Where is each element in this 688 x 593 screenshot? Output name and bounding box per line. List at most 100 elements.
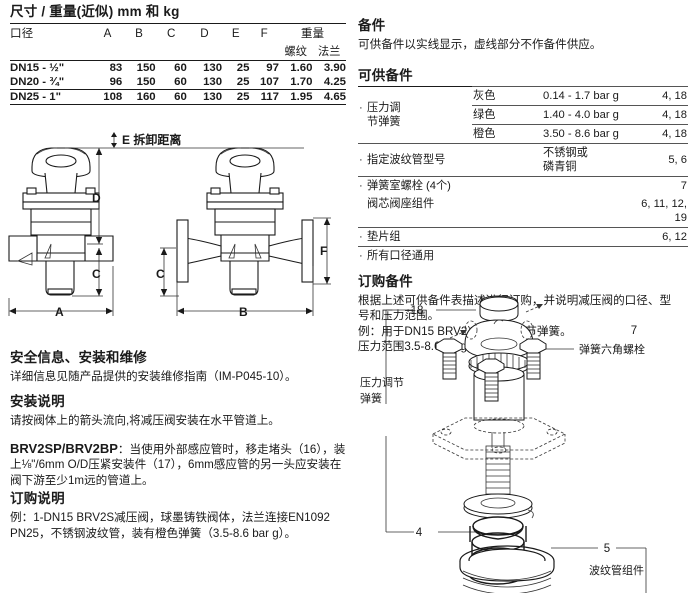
table-row: DN15 - ½" 83 150 60 130 25 97 1.60 3.90 [10,60,346,76]
spare-material: 不锈钢或磷青铜 [543,146,588,173]
callout-5: 5 [604,543,610,555]
spring-plate-graphic [463,493,534,519]
safety-title: 安全信息、安装和维修 [10,350,147,365]
threaded-valve-graphic [8,147,114,296]
spacer-cell [187,42,222,61]
callout-7: 7 [631,325,637,337]
cell-F: 107 [259,76,279,88]
table-row: · 垫片组 6, 12 [358,227,688,246]
cell-size: DN25 - 1" [10,91,61,103]
table-row: ·指定波纹管型号 不锈钢或磷青铜 5, 6 [358,143,688,176]
cell-weight-thread: 1.60 [290,62,313,74]
spare-label-universal: · 所有口径通用 [358,246,688,265]
spacer-cell [249,42,279,61]
cell-A: 108 [103,91,123,103]
install-note-model: BRV2SP/BRV2BP [10,440,118,456]
cell-B: 160 [136,91,156,103]
callout-4: 4 [416,527,423,539]
safety-body: 详细信息见随产品提供的安装维修指南（IM-P045-10）。 [10,370,297,383]
dimensions-table: 口径 A B C D E F 重量 螺纹 法兰 DN15 - ½" 83 150… [10,23,346,105]
spacer-cell [156,42,187,61]
spare-label-text: 垫片组 [367,230,401,243]
install-section: 安装说明 请按阀体上的箭头流向,将减压阀安装在水平管道上。 BRV2SP/BRV… [10,390,346,488]
header-weight-group: 重量 [300,27,325,40]
adjusting-cap-graphic [476,295,522,333]
spare-range: 1.40 - 4.0 bar g [542,104,636,124]
hex-bolt-graphic-left [435,338,463,380]
spare-refs: 4, 18 [636,85,688,105]
spare-label-text: 所有口径通用 [367,249,435,262]
spring-chamber-graphic [432,366,566,460]
dim-label-C-right: C [156,267,165,281]
cell-E: 25 [236,62,250,74]
bullet-icon: · [359,249,363,262]
spares-title: 备件 [358,18,386,33]
dim-A-line [8,266,114,316]
ordering-title: 订购说明 [10,491,65,506]
cell-E: 25 [236,91,250,103]
cell-weight-flange: 3.90 [323,62,346,74]
cell-weight-thread: 1.95 [290,91,313,103]
valve-dimension-drawing: E 拆卸距离 A [4,126,344,338]
dim-label-E: E 拆卸距离 [122,132,181,147]
spare-color: 橙色 [472,123,542,143]
table-row: DN25 - 1" 108 160 60 130 25 117 1.95 4.6… [10,89,346,105]
spare-label-text: 弹簧室螺栓 (4个) [367,179,451,192]
spare-label-seat: 阀芯阀座组件 [358,195,636,228]
spacer-cell [222,42,249,61]
install-note: BRV2SP/BRV2BP：当使用外部感应管时，移走堵头（16），装上⅛"/6m… [10,441,346,489]
label-pressure-spring-line2: 弹簧 [360,391,382,405]
dim-label-A: A [55,305,64,319]
header-C: C [167,26,176,40]
spacer-cell [10,42,93,61]
install-body: 请按阀体上的箭头流向,将减压阀安装在水平管道上。 [10,414,280,427]
cell-D: 130 [203,76,223,88]
cell-weight-thread: 1.70 [290,76,313,88]
cell-D: 130 [203,91,223,103]
cell-size: DN20 - ¾" [10,76,65,88]
hex-bolt-graphic-center [477,358,505,402]
dim-C-left-line [72,248,103,297]
dimensions-title: 尺寸 / 重量(近似) mm 和 kg [10,4,180,19]
bullet-icon: · [359,179,363,192]
spare-range: 0.14 - 1.7 bar g [542,85,636,105]
install-note-body: ：当使用外部感应管时，移走堵头（16），装上⅛"/6mm O/D压紧安装件（17… [10,442,346,487]
safety-section: 安全信息、安装和维修 详细信息见随产品提供的安装维修指南（IM-P045-10）… [10,346,346,385]
dim-label-B: B [239,305,248,319]
spare-color: 绿色 [472,104,542,124]
flanged-valve-graphic [176,147,314,296]
spare-color: 灰色 [472,85,542,105]
left-column: 尺寸 / 重量(近似) mm 和 kg 口径 A B C D E F 重量 螺纹… [10,0,346,105]
spare-refs: 5, 6 [668,153,687,166]
spare-refs: 6, 11, 12, 19 [641,197,687,224]
spacer-cell [122,42,155,61]
spare-label-bellows: ·指定波纹管型号 [358,143,542,176]
spare-label-bolts: · 弹簧室螺栓 (4个) [358,176,636,195]
cell-weight-flange: 4.65 [323,91,346,103]
spare-label-text: 指定波纹管型号 [367,153,446,166]
cell-C: 60 [174,76,187,88]
cell-F: 117 [260,91,279,103]
ordering-body: 例：1-DN15 BRV2S减压阀，球墨铸铁阀体，法兰连接EN1092 PN25… [10,511,330,540]
dim-label-F: F [320,244,327,258]
header-E: E [231,26,240,40]
available-spares-table: ·压力调节压力调节弹簧 灰色 0.14 - 1.7 bar g 4, 18 绿色… [358,85,688,265]
bullet-icon: · [359,230,363,243]
spare-label-text: 阀芯阀座组件 [367,197,435,210]
bullet-icon: · [359,101,363,114]
available-spares-title: 可供备件 [358,67,413,83]
table-row: · 所有口径通用 [358,246,688,265]
cell-F: 97 [266,62,279,74]
cell-E: 25 [236,76,250,88]
spare-refs: 6, 12 [662,230,687,243]
cell-A: 83 [109,62,123,74]
order-spares-title: 订购备件 [358,273,413,289]
spare-range: 3.50 - 8.6 bar g [542,123,636,143]
header-A: A [103,26,112,40]
cell-A: 96 [109,76,123,88]
table-subheader-row: 螺纹 法兰 [10,42,346,61]
table-row: DN20 - ¾" 96 150 60 130 25 107 1.70 4.25 [10,75,346,90]
table-row: 阀芯阀座组件 6, 11, 12, 19 [358,195,688,228]
spare-refs: 4, 18 [636,104,688,124]
cell-C: 60 [174,91,187,103]
